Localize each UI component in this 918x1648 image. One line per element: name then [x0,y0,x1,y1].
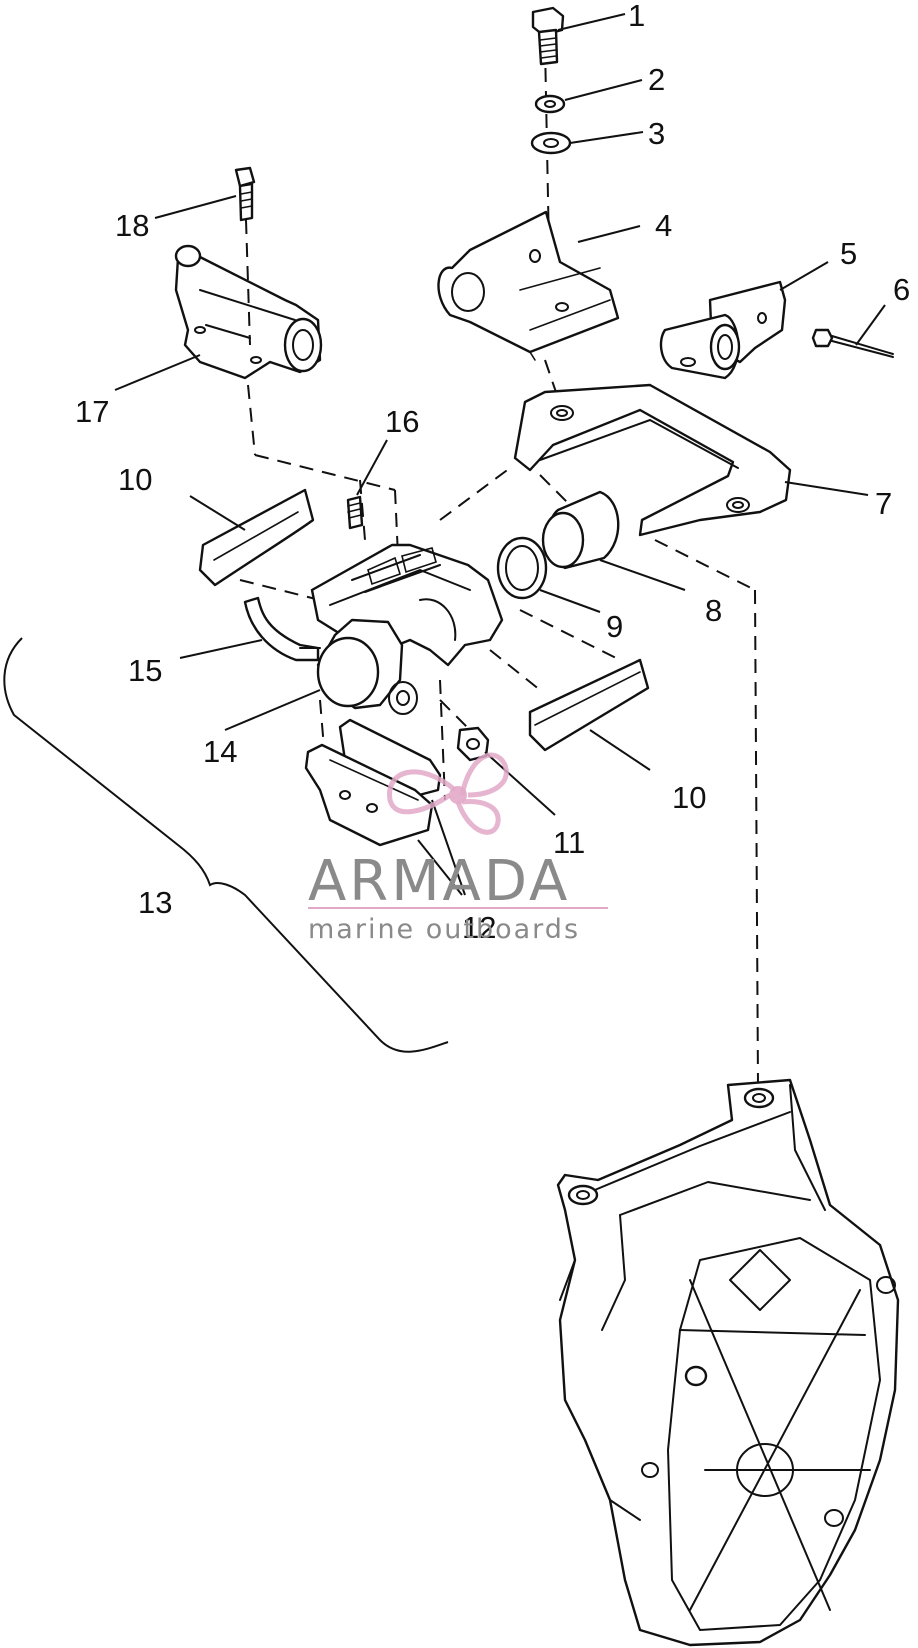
callout-4: 4 [655,208,672,243]
propeller-logo-icon [387,752,509,835]
callout-8: 8 [705,593,722,628]
callout-9: 9 [606,609,623,644]
callout-2: 2 [648,62,665,97]
callout-12: 12 [462,910,496,945]
u-frame-part-7 [513,383,792,537]
callout-3: 3 [648,116,665,151]
callout-13: 13 [138,885,172,920]
callout-5: 5 [840,236,857,271]
callout-15: 15 [128,653,162,688]
leader-lines [114,13,886,896]
callout-16: 16 [385,404,419,439]
pivot-arm-part-5 [659,280,787,380]
callout-labels: 1 2 3 4 5 6 7 8 9 10 10 11 12 13 14 15 1… [75,0,910,945]
bolt-part-1 [531,6,565,66]
pad-part-10-upper [198,488,315,587]
flat-washer-part-3 [530,131,572,155]
mounting-bracket [556,1078,900,1647]
piston-housing-part-14 [316,618,418,715]
assembly-bracket-13 [3,637,449,1053]
screw-part-6 [811,328,894,358]
ring-part-9 [496,536,548,600]
brake-line-part-15 [243,596,321,662]
pad-part-10-lower [528,658,650,752]
bleeder-screw-part-16 [346,495,364,530]
callout-17: 17 [75,394,109,429]
watermark-tagline: marine outboards [308,914,580,945]
callout-7: 7 [875,486,892,521]
bolt-part-18 [234,166,256,346]
callout-1: 1 [628,0,645,33]
callout-6: 6 [893,272,910,307]
callout-10-lower: 10 [672,780,706,815]
bracket-plate-part-4 [437,210,620,361]
bushing-part-8 [541,490,620,570]
lock-washer-part-2 [534,94,566,114]
callout-11: 11 [553,825,585,860]
callout-10-upper: 10 [118,462,152,497]
brake-pads-part-12 [304,718,442,847]
callout-14: 14 [203,734,237,769]
callout-18: 18 [115,208,149,243]
watermark-brand: ARMADA [308,849,570,914]
armada-watermark: ARMADA marine outboards [308,752,608,945]
